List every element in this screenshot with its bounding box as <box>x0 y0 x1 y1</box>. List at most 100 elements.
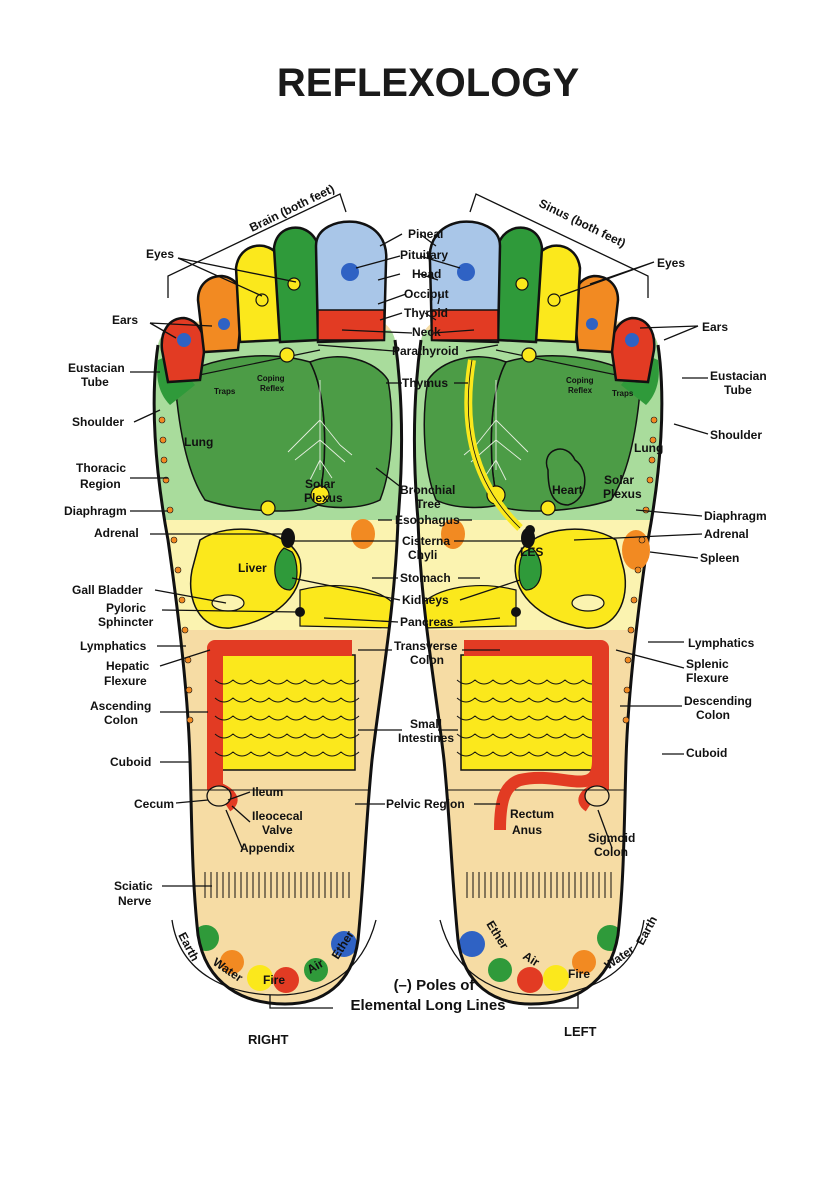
label-ileocecal-2: Valve <box>262 823 293 837</box>
label-ascending-1: Ascending <box>90 699 151 713</box>
label-liver: Liver <box>238 561 267 575</box>
label-small-1: Small <box>410 717 442 731</box>
poles-line-2: Elemental Long Lines <box>350 997 505 1014</box>
right-element-arc <box>171 919 377 996</box>
label-thymus: Thymus <box>402 376 448 390</box>
sciatic-hatch <box>204 872 612 898</box>
leader-lines <box>130 233 709 887</box>
label-stomach: Stomach <box>400 571 451 585</box>
label-shoulder-left: Shoulder <box>710 428 762 442</box>
page-title: REFLEXOLOGY <box>277 61 580 105</box>
label-pituitary: Pituitary <box>400 248 448 262</box>
label-diaphragm-left: Diaphragm <box>704 509 767 523</box>
sinus-header: Sinus (both feet) <box>537 196 628 250</box>
label-pelvic-region: Pelvic Region <box>386 797 465 811</box>
label-parathyroid: Parathyroid <box>392 344 459 358</box>
label-diaphragm-right: Diaphragm <box>64 504 127 518</box>
sigmoid-colon-shape <box>494 650 604 831</box>
label-eustacian-left-1: Eustacian <box>710 369 767 383</box>
label-coping-left: Coping <box>566 376 594 385</box>
label-spleen: Spleen <box>700 551 739 565</box>
label-descending-1: Descending <box>684 694 752 708</box>
label-splenic-2: Flexure <box>686 671 729 685</box>
label-small-2: Intestines <box>398 731 454 745</box>
label-coping-right: Coping <box>257 374 285 383</box>
label-splenic-1: Splenic <box>686 657 729 671</box>
label-coping-reflex-right: Reflex <box>260 384 285 393</box>
label-ileocecal-1: Ileocecal <box>252 809 303 823</box>
label-lymphatics-left: Lymphatics <box>688 636 755 650</box>
label-hepatic-1: Hepatic <box>106 659 150 673</box>
label-gall-bladder: Gall Bladder <box>72 583 143 597</box>
label-traps-left: Traps <box>612 389 634 398</box>
label-plexus-right: Plexus <box>304 491 343 505</box>
label-esophagus: Esophagus <box>395 513 460 527</box>
label-cuboid-left: Cuboid <box>686 746 727 760</box>
label-thyroid: Thyroid <box>404 306 448 320</box>
label-pineal: Pineal <box>408 227 443 241</box>
label-cecum: Cecum <box>134 797 174 811</box>
label-eyes-left: Eyes <box>657 256 685 270</box>
label-plexus-left: Plexus <box>603 487 642 501</box>
heart-shape <box>545 448 586 506</box>
label-ears-right: Ears <box>112 313 138 327</box>
label-lymphatics-right: Lymphatics <box>80 639 147 653</box>
label-bronchial-2: Tree <box>416 497 441 511</box>
label-anus: Anus <box>512 823 542 837</box>
label-appendix: Appendix <box>240 841 295 855</box>
side-label-right: RIGHT <box>248 1032 289 1047</box>
label-sciatic-2: Nerve <box>118 894 152 908</box>
label-adrenal-left: Adrenal <box>704 527 749 541</box>
side-label-left: LEFT <box>564 1024 597 1039</box>
label-cisterna-1: Cisterna <box>402 534 450 548</box>
label-bronchial-1: Bronchial <box>400 483 455 497</box>
label-ears-left: Ears <box>702 320 728 334</box>
element-fire-right: Fire <box>263 973 285 987</box>
label-transverse-2: Colon <box>410 653 444 667</box>
label-cuboid-right: Cuboid <box>110 755 151 769</box>
label-hepatic-2: Flexure <box>104 674 147 688</box>
label-les: LES <box>520 545 543 559</box>
label-descending-2: Colon <box>696 708 730 722</box>
label-adrenal-right: Adrenal <box>94 526 139 540</box>
label-eustacian-right-2: Tube <box>81 375 109 389</box>
label-heart: Heart <box>552 483 583 497</box>
label-thoracic-1: Thoracic <box>76 461 126 475</box>
brain-bracket <box>167 193 347 298</box>
label-coping-reflex-left: Reflex <box>568 386 593 395</box>
label-traps-right: Traps <box>214 387 236 396</box>
label-neck: Neck <box>412 325 441 339</box>
label-kidneys: Kidneys <box>402 593 449 607</box>
right-foot <box>140 222 420 1004</box>
label-pancreas: Pancreas <box>400 615 454 629</box>
label-pyloric-2: Sphincter <box>98 615 154 629</box>
sinus-bracket <box>469 193 649 298</box>
label-eustacian-right-1: Eustacian <box>68 361 125 375</box>
label-eustacian-left-2: Tube <box>724 383 752 397</box>
label-solar-left: Solar <box>604 473 634 487</box>
label-ileum: Ileum <box>252 785 283 799</box>
element-fire-left: Fire <box>568 967 590 981</box>
label-pyloric-1: Pyloric <box>106 601 146 615</box>
les-point <box>525 525 535 535</box>
label-sigmoid-1: Sigmoid <box>588 831 635 845</box>
label-ascending-2: Colon <box>104 713 138 727</box>
left-foot <box>396 222 676 1004</box>
left-element-arc <box>439 919 645 996</box>
label-occiput: Occiput <box>404 287 449 301</box>
label-eyes-right: Eyes <box>146 247 174 261</box>
label-rectum: Rectum <box>510 807 554 821</box>
label-solar-right: Solar <box>305 477 335 491</box>
label-sciatic-1: Sciatic <box>114 879 153 893</box>
label-transverse-1: Transverse <box>394 639 458 653</box>
label-lung-right: Lung <box>184 435 213 449</box>
label-head: Head <box>412 267 441 281</box>
label-shoulder-right: Shoulder <box>72 415 124 429</box>
label-cisterna-2: Chyli <box>408 548 437 562</box>
intestine-scallops <box>214 679 602 757</box>
poles-line-1: (–) Poles of <box>394 977 476 994</box>
label-lung-left: Lung <box>634 441 663 455</box>
label-sigmoid-2: Colon <box>594 845 628 859</box>
label-thoracic-2: Region <box>80 477 121 491</box>
